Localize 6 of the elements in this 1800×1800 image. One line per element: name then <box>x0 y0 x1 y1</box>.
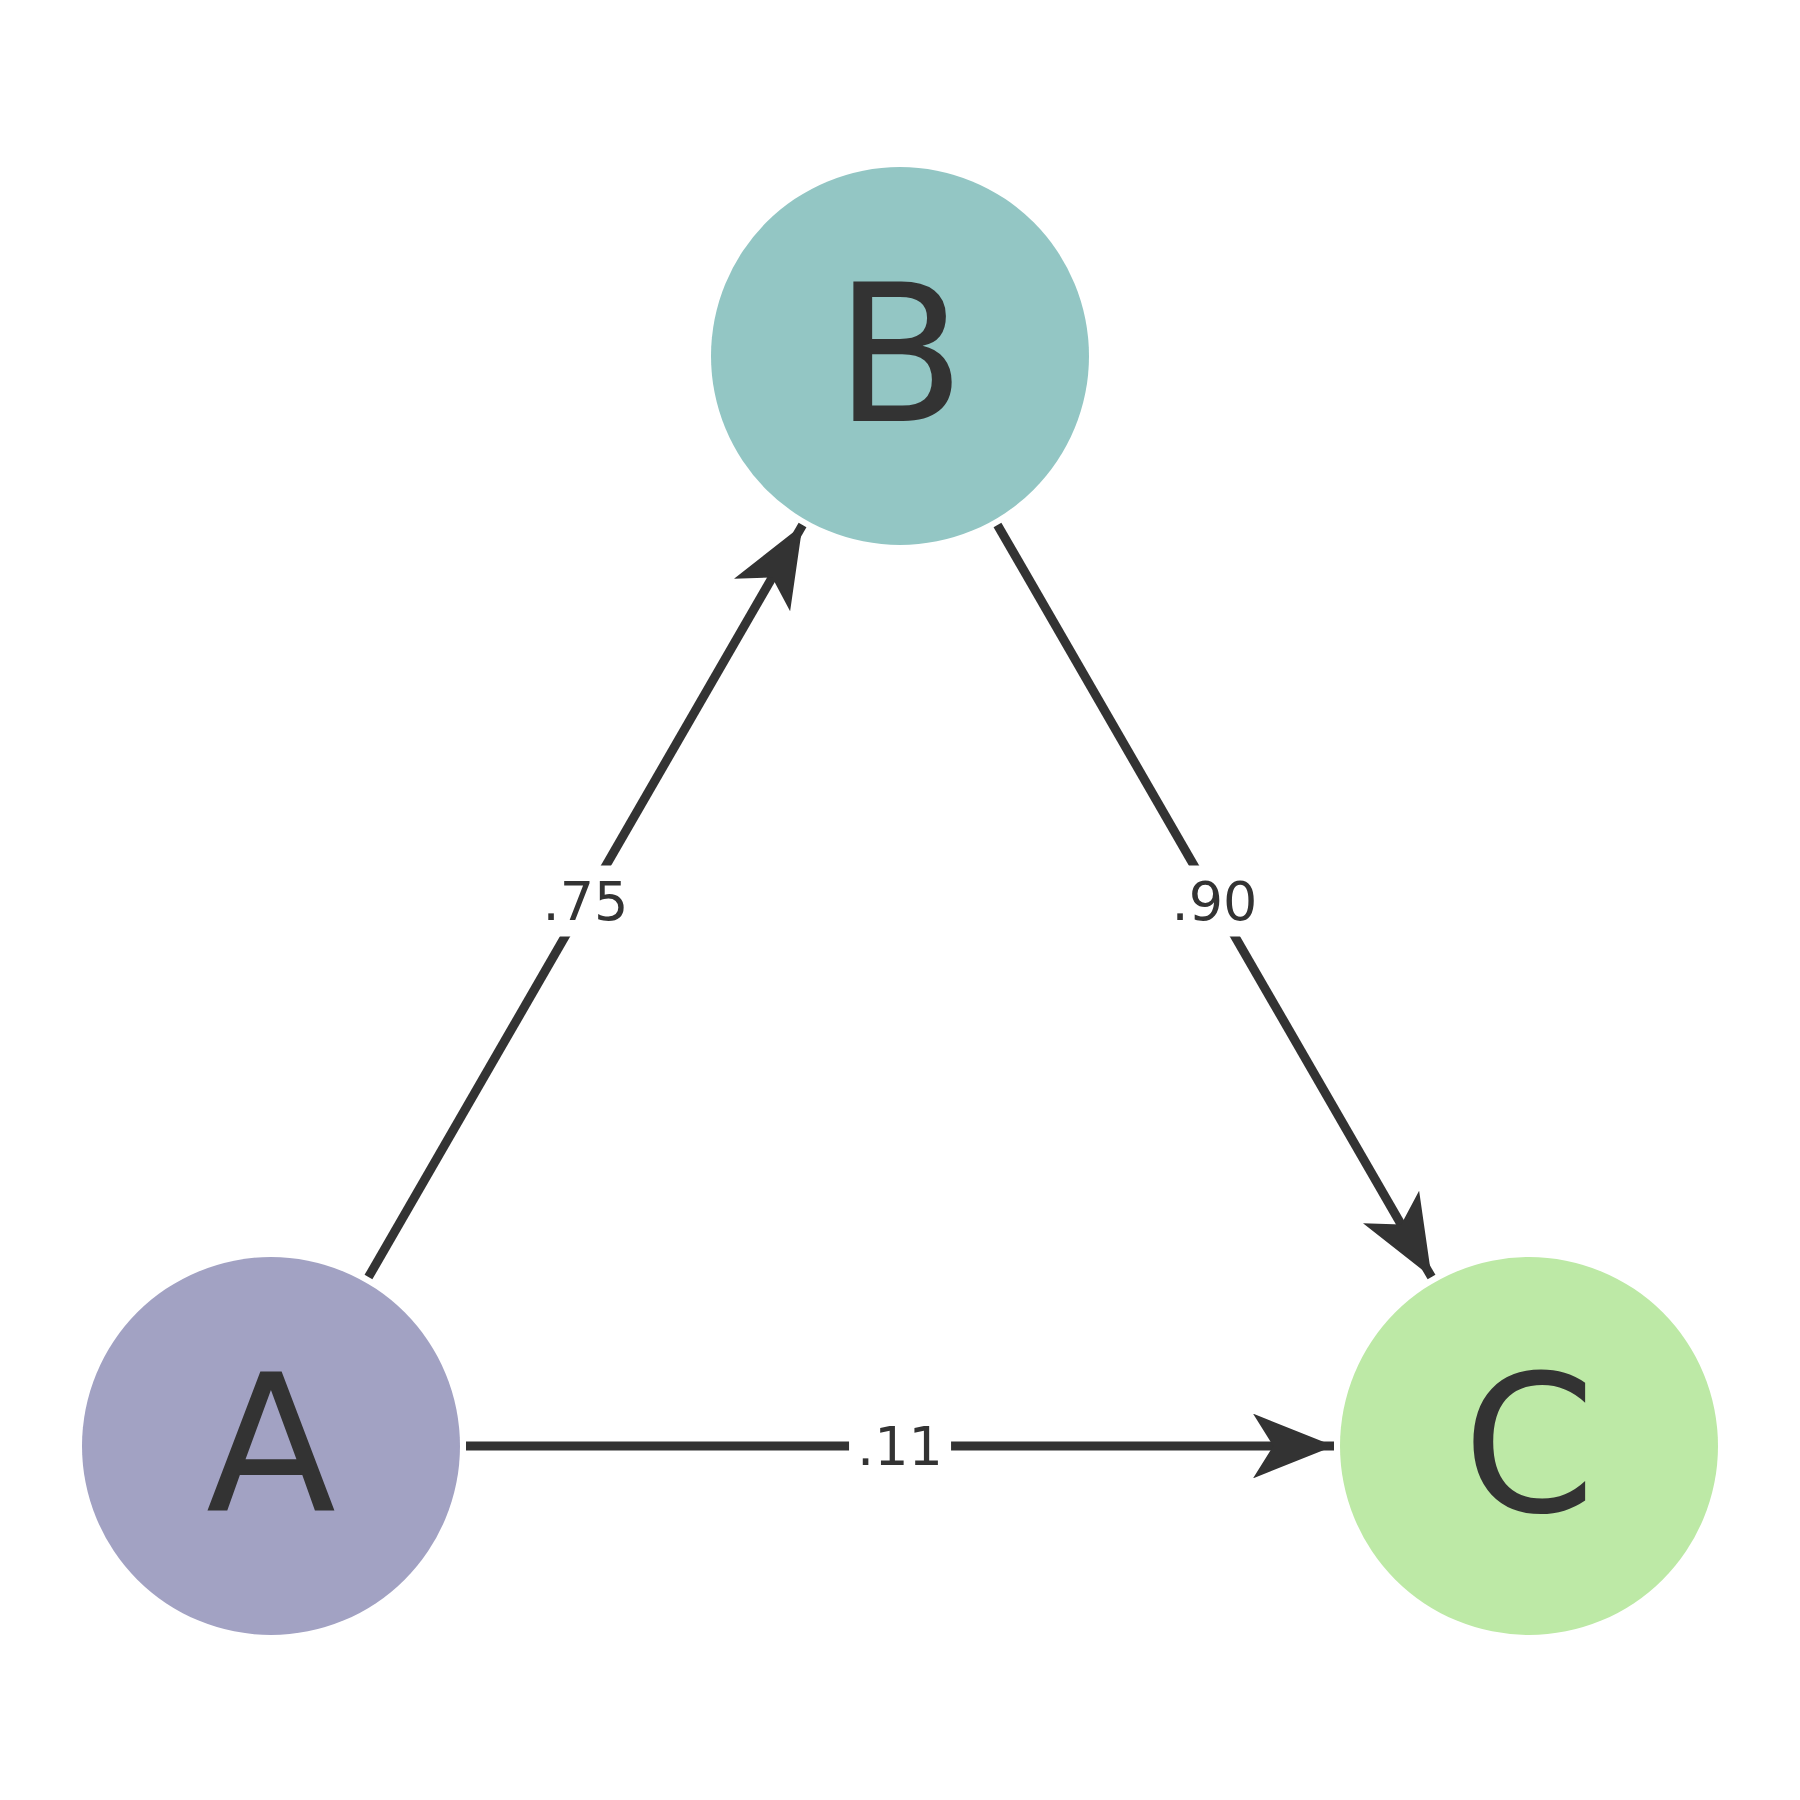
arrow <box>466 1413 1334 1479</box>
arrow <box>993 522 1436 1280</box>
node-label: B <box>834 261 966 451</box>
node-label: C <box>1462 1351 1596 1541</box>
node-label: A <box>206 1351 336 1541</box>
arrow <box>364 522 807 1280</box>
